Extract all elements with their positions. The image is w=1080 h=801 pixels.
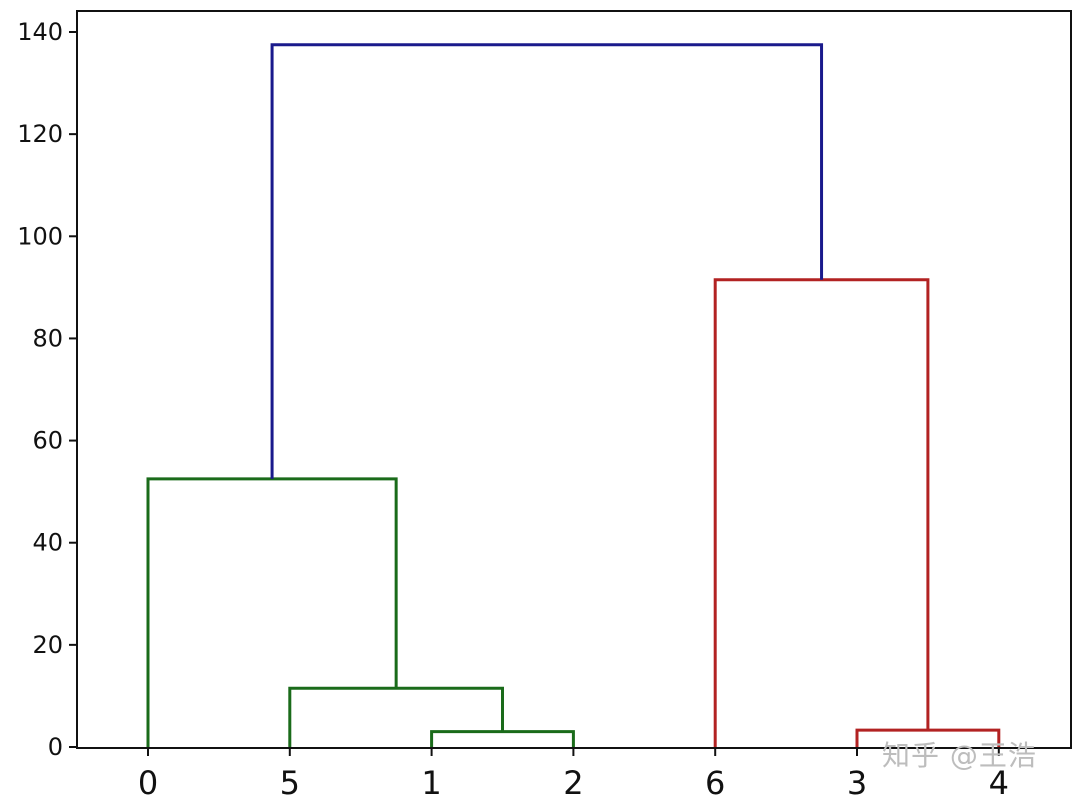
dendrogram-links [146, 43, 1001, 747]
plot-frame [76, 10, 1072, 749]
dendrogram-link [430, 730, 575, 747]
x-tick-label-leaf: 4 [989, 764, 1009, 801]
watermark-text: 知乎 @王浩 [882, 739, 1037, 772]
dendrogram-link [270, 43, 824, 479]
x-tick-label-leaf: 2 [563, 764, 583, 801]
dendrogram-link [288, 686, 504, 747]
y-tick-label: 20 [32, 631, 63, 659]
y-tick-label: 40 [32, 529, 63, 557]
x-tick-label-leaf: 1 [421, 764, 441, 801]
x-axis: 0 5 1 2 6 3 4 [138, 748, 1009, 801]
y-tick-label: 60 [32, 427, 63, 455]
y-tick-label: 100 [17, 222, 63, 250]
y-axis: 0 20 40 60 80 100 120 140 [17, 18, 77, 761]
x-tick-label-leaf: 5 [280, 764, 300, 801]
y-tick-label: 80 [32, 324, 63, 352]
y-tick-label: 140 [17, 18, 63, 46]
x-tick-label-leaf: 3 [847, 764, 867, 801]
x-tick-label-leaf: 0 [138, 764, 158, 801]
y-tick-label: 120 [17, 120, 63, 148]
x-tick-label-leaf: 6 [705, 764, 725, 801]
y-tick-label: 0 [48, 733, 63, 761]
